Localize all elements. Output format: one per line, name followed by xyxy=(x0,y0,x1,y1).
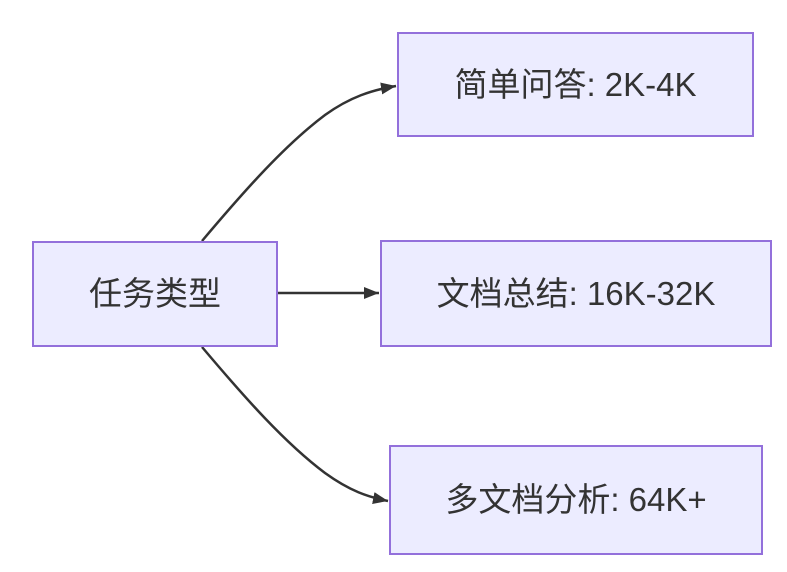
node-task-type: 任务类型 xyxy=(32,241,278,347)
node-simple-qa-label: 简单问答: 2K-4K xyxy=(454,65,697,103)
node-doc-summary: 文档总结: 16K-32K xyxy=(380,240,772,347)
edge-root-to-multi-doc xyxy=(201,346,389,504)
node-multi-doc-analysis-label: 多文档分析: 64K+ xyxy=(445,481,707,519)
node-doc-summary-label: 文档总结: 16K-32K xyxy=(436,274,716,312)
node-simple-qa: 简单问答: 2K-4K xyxy=(397,32,754,137)
node-task-type-label: 任务类型 xyxy=(89,275,221,313)
node-multi-doc-analysis: 多文档分析: 64K+ xyxy=(389,445,763,555)
edge-root-to-simple-qa xyxy=(201,82,397,242)
